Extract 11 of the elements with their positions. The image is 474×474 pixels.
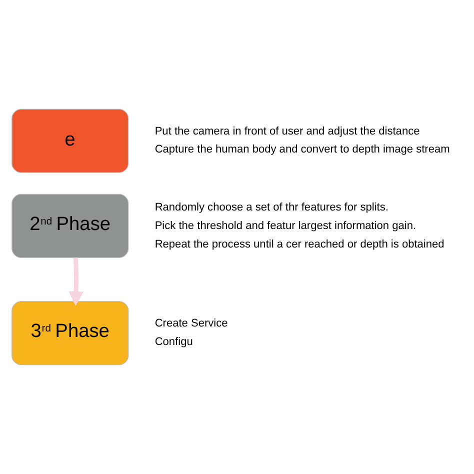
node-box: e [11, 108, 128, 173]
node-label: Configu [154, 336, 192, 348]
node-box: 2$^{nd}$ Phase [11, 194, 128, 258]
node-label: Randomly choose a set of thr features for splits. [154, 201, 388, 214]
node-label: Capture the human body and convert to depth image stream [154, 144, 450, 156]
node-box: 3$^{rd}$ Phase [11, 301, 128, 366]
node-label: Repeat the process until a cer reached or depth is obtained [154, 238, 444, 250]
node-label: Put the camera in front of user and adjust the distance [154, 125, 420, 138]
node-label: Create Service [154, 317, 228, 330]
node-label: Pick the threshold and featur largest information gain. [154, 220, 416, 232]
arrow [68, 258, 84, 306]
